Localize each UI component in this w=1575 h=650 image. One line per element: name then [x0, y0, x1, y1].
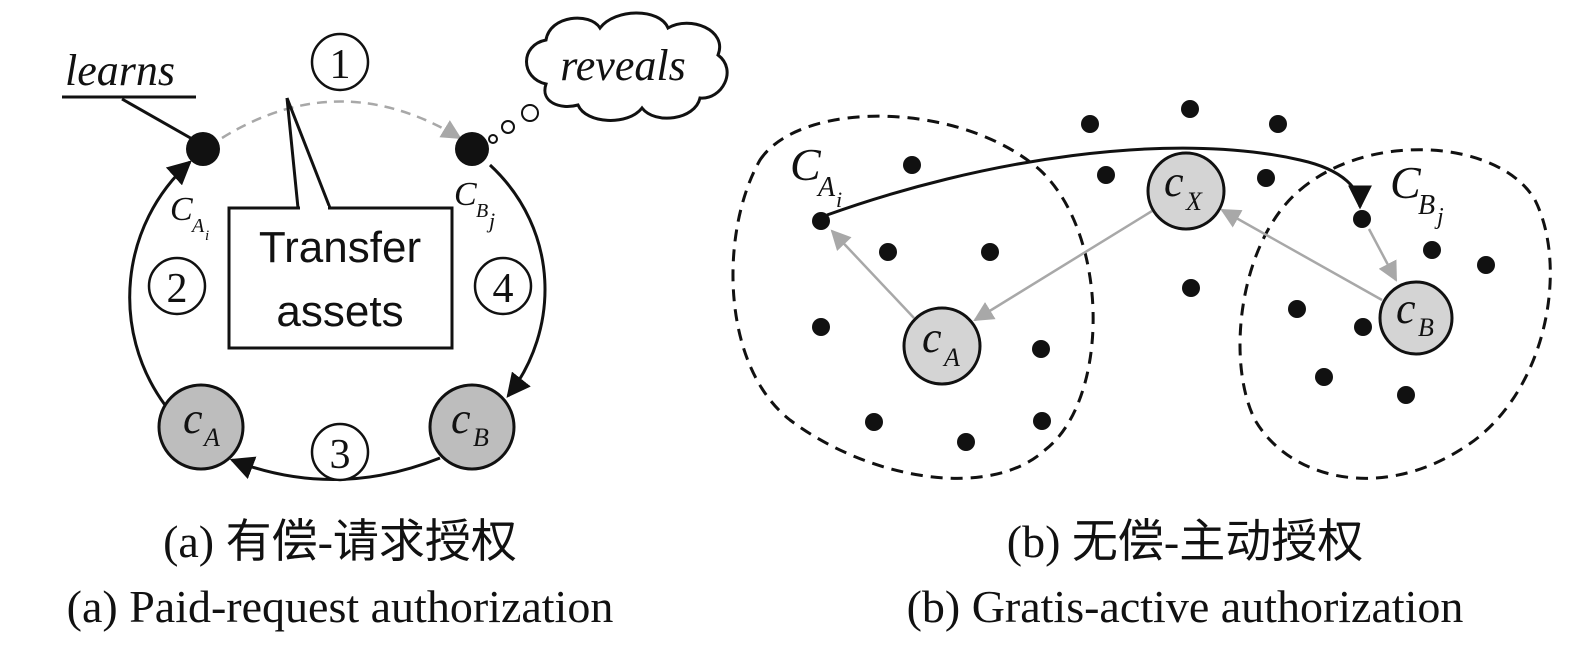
caption-a-cn: (a) 有偿-请求授权 [163, 516, 517, 567]
caption-a-en: (a) Paid-request authorization [67, 581, 614, 632]
label-c-ai: C A i [170, 191, 209, 244]
svg-text:B: B [1418, 313, 1434, 342]
dot-c-bj-b [1353, 210, 1371, 228]
thought-dot-2 [501, 120, 515, 134]
callout-pointer-right [285, 97, 332, 209]
svg-text:i: i [836, 187, 842, 212]
arrow-cx-to-ca [973, 209, 1153, 322]
arrow-step-1 [221, 100, 462, 140]
node-c-b: c B [428, 383, 516, 471]
step-4-label: 4 [493, 266, 514, 312]
svg-text:C: C [790, 139, 822, 190]
transfer-box-line2: assets [276, 287, 403, 336]
learns-pointer [121, 97, 195, 142]
reveals-label: reveals [560, 41, 685, 90]
svg-text:A: A [816, 172, 836, 203]
svg-text:A: A [190, 215, 205, 237]
label-cluster-b: C B j [1390, 157, 1444, 230]
label-c-bj: C B j [454, 176, 495, 233]
background-dots [812, 100, 1495, 451]
svg-text:B: B [1418, 190, 1435, 221]
svg-text:B: B [473, 423, 489, 452]
label-cluster-a: C A i [790, 139, 842, 212]
cluster-outline-b [1238, 148, 1552, 480]
svg-text:X: X [1185, 187, 1203, 216]
node-c-a: c A [157, 383, 245, 471]
node-c-b-b: c B [1378, 280, 1454, 356]
svg-text:C: C [1390, 157, 1422, 208]
svg-text:C: C [170, 191, 193, 228]
arrow-cb-to-cx [1220, 208, 1383, 302]
dot-c-ai-b [812, 212, 830, 230]
node-c-a-b: c A [902, 306, 982, 386]
step-1-label: 1 [330, 42, 351, 88]
svg-text:c: c [1396, 284, 1416, 333]
panel-a: 1 2 3 4 learns reveals C A [62, 11, 729, 632]
dot-c-bj [455, 132, 489, 166]
svg-text:c: c [1164, 157, 1184, 206]
svg-text:A: A [942, 343, 960, 372]
svg-text:j: j [1434, 204, 1444, 230]
reveals-cloud [525, 11, 729, 122]
arrow-step-2 [128, 160, 192, 406]
transfer-arrow-b [826, 146, 1372, 217]
panel-b: C A i C B j c A c X c B (b) 无偿-主动授权 (b) … [731, 100, 1552, 632]
svg-text:c: c [922, 313, 942, 362]
callout-pointer-left [285, 97, 300, 209]
arrow-step-4 [488, 163, 547, 398]
thought-dot-3 [521, 104, 539, 122]
svg-text:A: A [202, 423, 220, 452]
step-2-label: 2 [167, 266, 188, 312]
svg-text:i: i [205, 228, 209, 244]
step-3-label: 3 [330, 432, 351, 478]
transfer-assets-box [227, 206, 454, 350]
cluster-outline-a [731, 114, 1095, 480]
arrow-cbj-to-cb [1367, 228, 1398, 282]
step-2-marker: 2 [147, 256, 207, 316]
svg-text:c: c [451, 394, 471, 443]
step-3-marker: 3 [310, 422, 370, 482]
svg-text:C: C [454, 176, 477, 213]
step-1-marker: 1 [310, 32, 370, 92]
svg-text:c: c [183, 394, 203, 443]
transfer-box-line1: Transfer [259, 223, 421, 272]
caption-b-cn: (b) 无偿-主动授权 [1007, 516, 1363, 567]
node-c-x: c X [1146, 151, 1226, 231]
svg-text:B: B [476, 200, 488, 222]
svg-text:j: j [486, 208, 495, 233]
learns-label: learns [65, 46, 175, 95]
dot-c-ai [186, 132, 220, 166]
thought-dot-1 [488, 134, 498, 144]
caption-b-en: (b) Gratis-active authorization [907, 581, 1464, 632]
step-4-marker: 4 [473, 256, 533, 316]
arrow-ca-to-cai [830, 229, 915, 319]
